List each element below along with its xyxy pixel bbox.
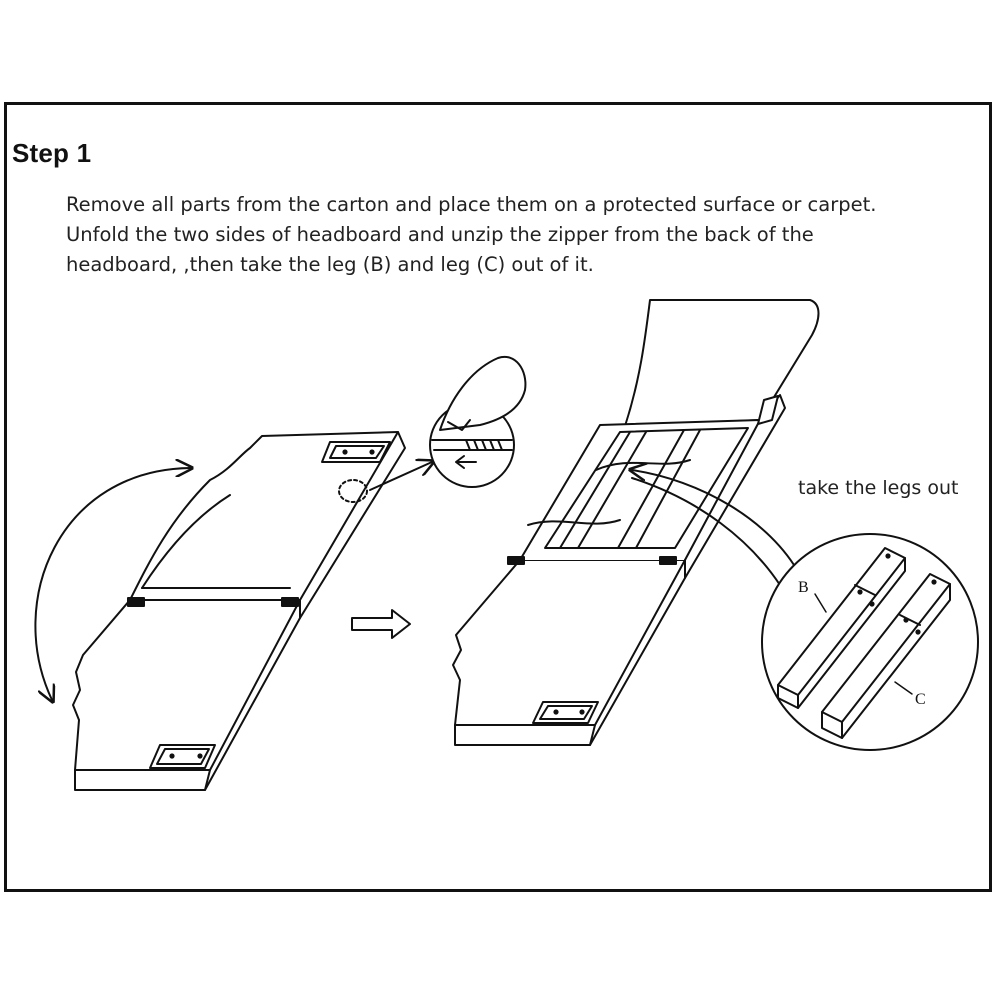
legs-detail: B C	[761, 533, 979, 751]
folded-headboard	[34, 431, 432, 791]
leg-b-label: B	[798, 579, 809, 596]
unfolded-headboard	[452, 299, 820, 746]
leg-b	[777, 547, 906, 709]
leg-c	[821, 573, 951, 739]
leg-c-label: C	[915, 691, 926, 708]
hinge-right	[281, 597, 299, 607]
fold-rotation-arrow	[34, 468, 190, 700]
bracket-bottom	[149, 744, 216, 769]
step-arrow	[351, 609, 411, 639]
take-legs-out-label: take the legs out	[798, 477, 959, 499]
zipper-detail	[429, 355, 527, 488]
instruction-line-2: Unfold the two sides of headboard and un…	[66, 223, 814, 246]
callout-curve	[632, 470, 801, 576]
instructions-text: Remove all parts from the carton and pla…	[66, 190, 966, 280]
zipper-direction-arrow	[455, 455, 477, 469]
zipper-highlight	[338, 479, 368, 503]
step-title: Step 1	[12, 138, 92, 168]
hinge-left	[127, 597, 145, 607]
instruction-line-3: headboard, ,then take the leg (B) and le…	[66, 253, 594, 276]
instruction-line-1: Remove all parts from the carton and pla…	[66, 193, 877, 216]
diagram-frame	[4, 102, 992, 892]
